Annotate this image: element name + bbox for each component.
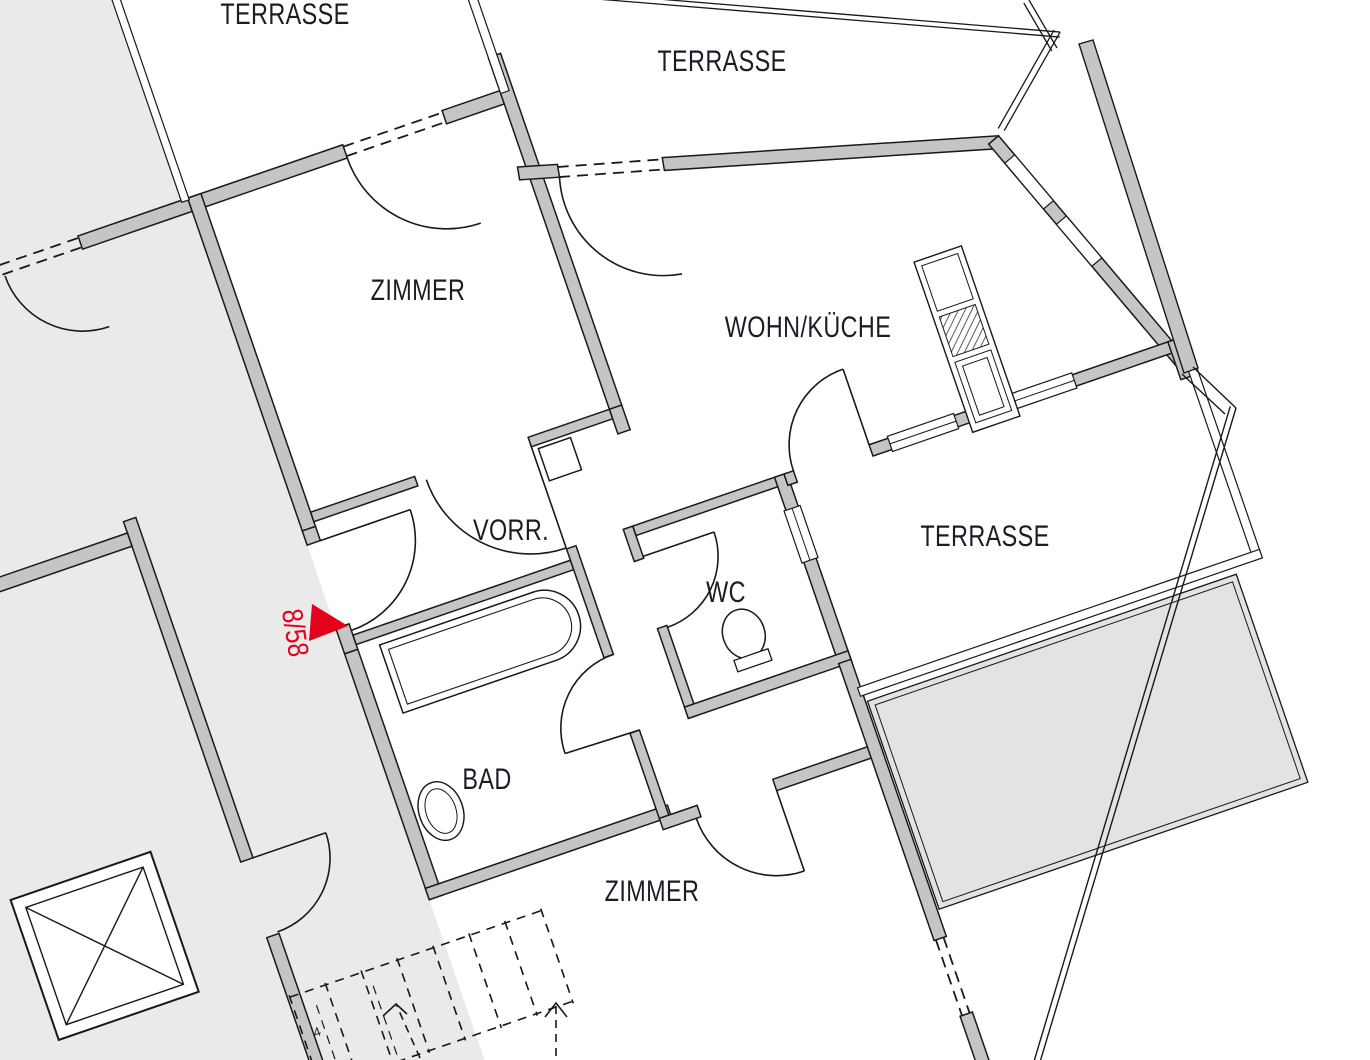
door-arcs (4, 157, 870, 933)
unit-arrow-icon (309, 604, 348, 641)
elevator-icon (9, 850, 200, 1042)
thin-walls (25, 0, 1264, 697)
bathtub-icon (378, 589, 582, 715)
room-label-zimmer-top: ZIMMER (370, 274, 466, 307)
unit-number-marker: 8/58 (274, 606, 315, 660)
room-label-vorr: VORR. (472, 514, 550, 547)
room-label-bad: BAD (462, 763, 512, 796)
dashed-openings (0, 111, 971, 1060)
toilet-icon (721, 608, 773, 673)
room-label-terrasse-top-left: TERRASSE (220, 0, 350, 31)
washbasin-icon (417, 781, 465, 842)
stair-arrow-icon (382, 1001, 568, 1059)
fixtures-group (378, 244, 1021, 842)
stairs-icon (288, 908, 574, 1060)
kitchen-block-icon (913, 244, 1021, 434)
planter (866, 573, 1309, 911)
room-label-wohn-kueche: WOHN/KÜCHE (724, 311, 892, 344)
room-label-terrasse-top-mid: TERRASSE (657, 45, 787, 78)
right-facade (1023, 0, 1237, 1060)
room-label-terrasse-right: TERRASSE (920, 520, 1050, 553)
room-label-zimmer-bottom: ZIMMER (604, 875, 700, 908)
room-label-wc: WC (706, 576, 746, 609)
